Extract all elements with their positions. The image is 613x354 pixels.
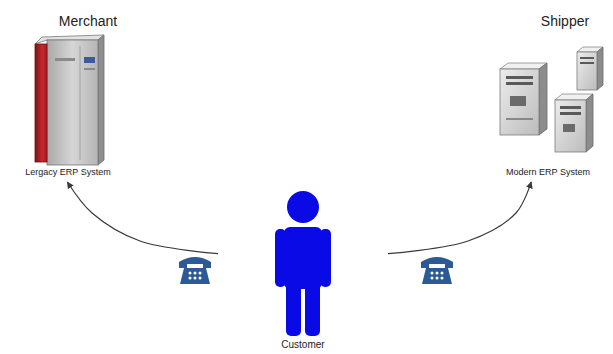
curved-arrow xyxy=(67,182,218,254)
legacy-server-part xyxy=(98,35,104,165)
phone-icon-part xyxy=(441,277,444,280)
legacy-server-part xyxy=(80,46,81,160)
modern-server-part xyxy=(563,124,575,132)
customer-figure-part xyxy=(287,191,319,223)
customer-figure-part xyxy=(286,280,301,336)
system-label: Modern ERP System xyxy=(488,167,608,177)
group-heading: Shipper xyxy=(525,13,605,29)
legacy-system-node: MerchantLergacy ERP System xyxy=(5,10,135,182)
phone-icon-part xyxy=(189,277,192,280)
phone-icon-part xyxy=(441,272,444,275)
legacy-server-part xyxy=(55,58,75,61)
phone-icon-part xyxy=(199,272,202,275)
phone-icon xyxy=(179,257,211,284)
modern-server-part xyxy=(580,57,594,59)
modern-server-part xyxy=(580,62,594,64)
legacy-server-part xyxy=(35,44,47,162)
modern-server-part xyxy=(506,118,533,120)
phone-icon-part xyxy=(194,272,197,275)
phone-icon-part xyxy=(421,257,453,268)
modern-server-part xyxy=(597,47,603,90)
phone-icon xyxy=(421,257,453,284)
phone-icon-part xyxy=(422,268,452,284)
phone-icon-part xyxy=(194,277,197,280)
phone-icon-part xyxy=(436,272,439,275)
legacy-server-part xyxy=(47,40,98,165)
phone-icon-part xyxy=(436,277,439,280)
modern-server xyxy=(500,63,547,135)
customer-figure-part xyxy=(284,227,322,289)
legacy-server xyxy=(35,35,104,165)
phone-icon-part xyxy=(431,272,434,275)
customer-figure xyxy=(275,191,331,336)
modern-server-part xyxy=(506,82,533,85)
phone-icon-part xyxy=(180,268,210,284)
group-heading: Merchant xyxy=(38,13,138,29)
modern-server-part xyxy=(506,76,533,79)
modern-system-node: ShipperModern ERP System xyxy=(480,10,608,182)
modern-server xyxy=(555,94,593,152)
modern-server-part xyxy=(577,52,597,90)
modern-server-part xyxy=(560,112,581,115)
phone-icon-part xyxy=(431,277,434,280)
phone-icon-part xyxy=(189,272,192,275)
system-label: Lergacy ERP System xyxy=(5,167,131,177)
legacy-server-part xyxy=(84,68,95,70)
actor-label: Customer xyxy=(253,339,353,351)
modern-server-part xyxy=(539,63,547,135)
modern-server-part xyxy=(586,94,593,152)
modern-server-part xyxy=(510,96,526,106)
customer-figure-part xyxy=(305,280,320,336)
modern-server-part xyxy=(560,106,581,109)
modern-server xyxy=(577,47,603,90)
legacy-server-part xyxy=(84,57,95,63)
modern-server-part xyxy=(555,100,586,152)
curved-arrow xyxy=(388,182,531,254)
modern-server-part xyxy=(500,69,539,135)
phone-icon-part xyxy=(179,257,211,268)
customer-node: Customer xyxy=(218,188,388,352)
customer-figure-part xyxy=(275,229,286,287)
customer-figure-part xyxy=(320,229,331,287)
phone-icon-part xyxy=(199,277,202,280)
